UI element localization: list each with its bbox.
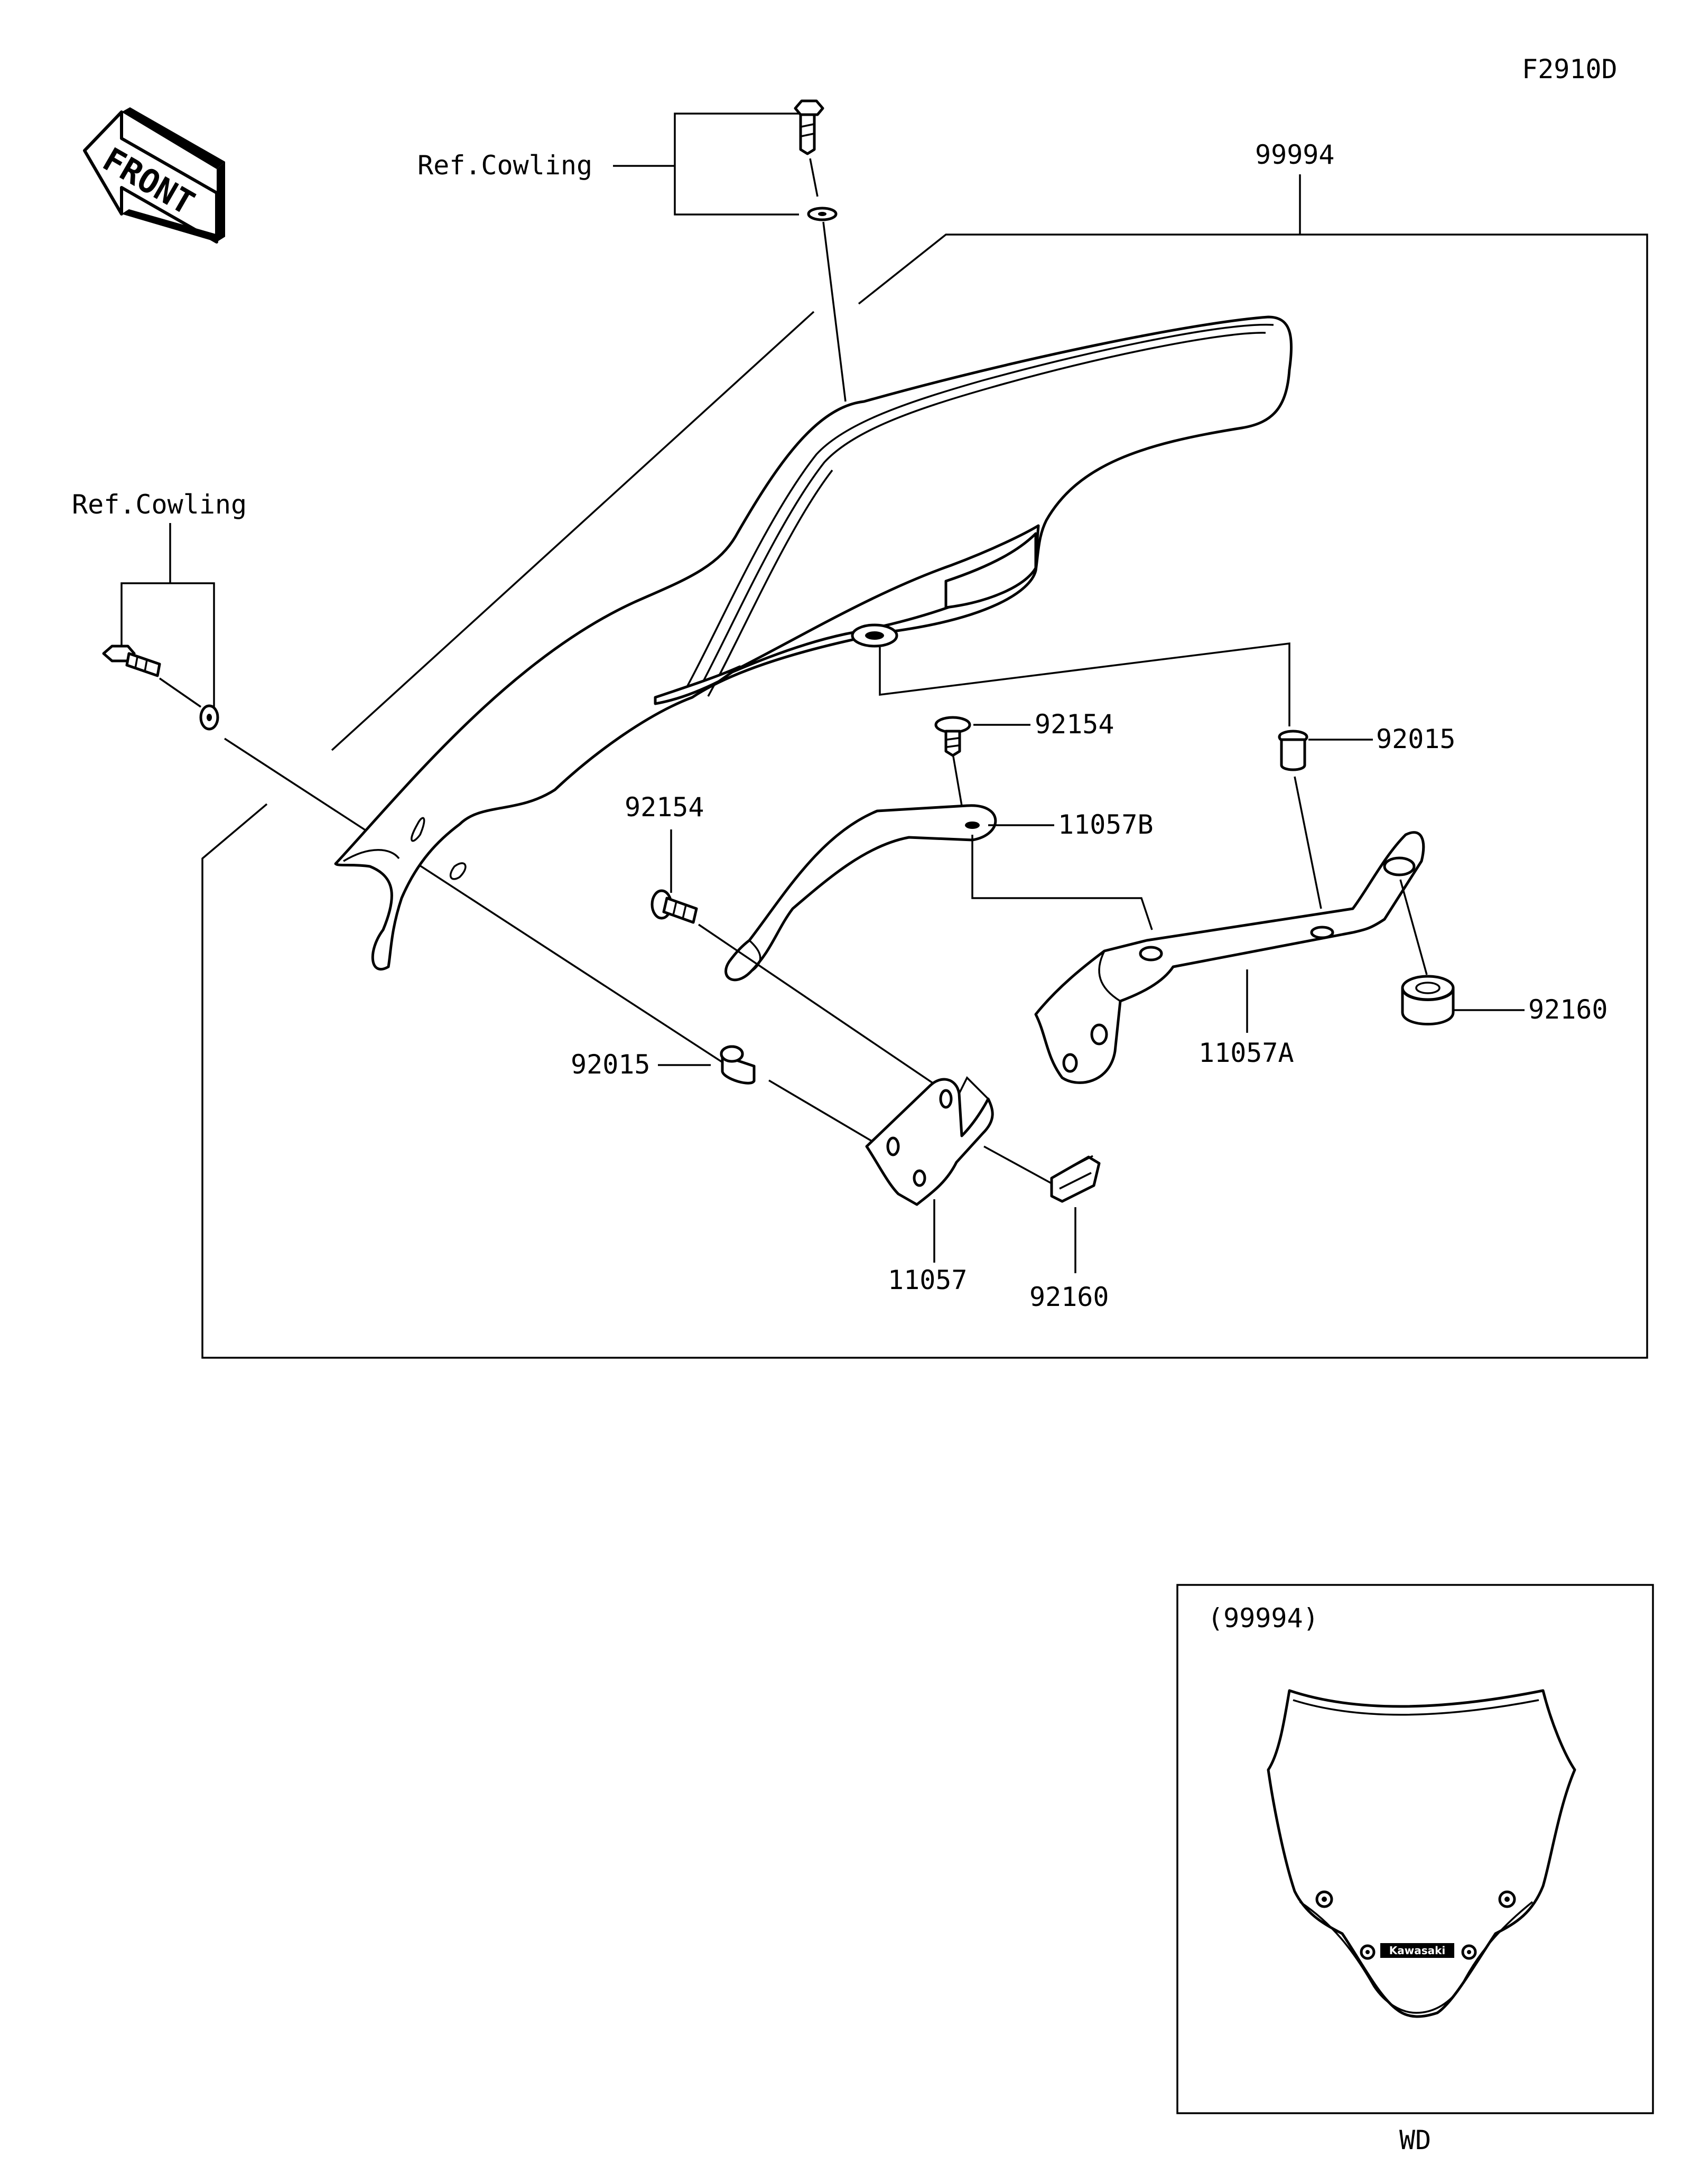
part-number-99994: 99994 <box>1255 139 1335 170</box>
collar-left-icon <box>720 1045 756 1085</box>
kawasaki-logo: Kawasaki <box>1389 1944 1446 1957</box>
windshield-side <box>334 315 1293 971</box>
figure-code: F2910D <box>1522 54 1618 85</box>
front-arrow-icon: FRONT <box>83 107 225 244</box>
screw-upper-icon <box>934 716 971 757</box>
ref-bracket-top <box>613 113 799 216</box>
part-number-92160-right: 92160 <box>1528 994 1608 1025</box>
bracket-11057 <box>865 1076 994 1206</box>
inset-windshield-front: (99994) Kawasaki WD <box>1176 1584 1654 2155</box>
ref-cowling-label-top: Ref.Cowling <box>417 150 592 181</box>
inset-caption: WD <box>1399 2125 1431 2155</box>
bolt-top-icon <box>794 99 824 155</box>
part-number-92160-lower: 92160 <box>1029 1282 1109 1312</box>
part-number-92015-right: 92015 <box>1376 724 1456 754</box>
bolt-left-icon <box>102 645 161 677</box>
grommet-right-icon <box>1401 975 1455 1025</box>
bracket-11057a <box>1034 831 1425 1084</box>
collar-right-icon <box>1278 730 1308 771</box>
kit-frame <box>201 174 1648 1359</box>
ref-bracket-left <box>120 523 215 711</box>
bracket-11057b <box>724 804 997 982</box>
part-number-92154-left: 92154 <box>625 792 704 823</box>
part-number-11057: 11057 <box>888 1265 968 1295</box>
part-number-92015-left: 92015 <box>571 1049 651 1080</box>
grommet-lower-icon <box>1050 1155 1101 1203</box>
part-number-11057a: 11057A <box>1198 1038 1294 1068</box>
washer-left-icon <box>199 704 219 731</box>
inset-title: (99994) <box>1207 1603 1319 1634</box>
screw-left-icon <box>651 889 698 924</box>
washer-top-icon <box>807 207 838 221</box>
ref-cowling-label-left: Ref.Cowling <box>72 489 247 520</box>
part-number-92154-upper: 92154 <box>1035 709 1114 740</box>
part-number-11057b: 11057B <box>1058 809 1154 840</box>
